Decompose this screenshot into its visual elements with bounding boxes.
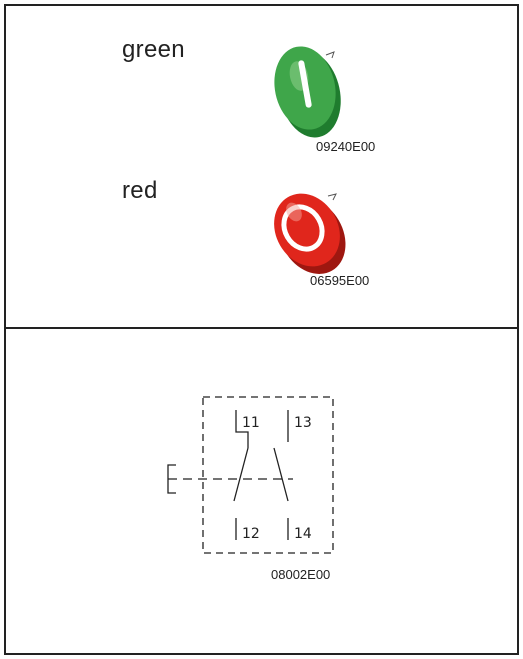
red-part-code-clip: 06595E00 bbox=[310, 273, 400, 286]
outer-frame bbox=[4, 4, 519, 655]
green-label: green bbox=[122, 36, 185, 63]
terminal-13: 13 bbox=[294, 415, 312, 431]
schematic-part-code: 08002E00 bbox=[271, 567, 331, 582]
terminal-14: 14 bbox=[294, 526, 312, 542]
pushbutton-green-icon bbox=[274, 46, 341, 138]
nc-contact bbox=[233, 410, 249, 540]
section-divider bbox=[4, 327, 519, 329]
red-label: red bbox=[122, 177, 158, 204]
green-part-code: 09240E00 bbox=[316, 139, 376, 154]
no-contact bbox=[273, 410, 289, 540]
terminal-11: 11 bbox=[242, 415, 260, 431]
red-part-code: 06595E00 bbox=[310, 273, 370, 286]
contact-block-nc-no-schematic-icon: 11 13 12 14 bbox=[167, 396, 334, 554]
pushbutton-red-icon bbox=[274, 193, 346, 274]
terminal-12: 12 bbox=[242, 526, 260, 542]
schematic-enclosure bbox=[202, 396, 334, 554]
